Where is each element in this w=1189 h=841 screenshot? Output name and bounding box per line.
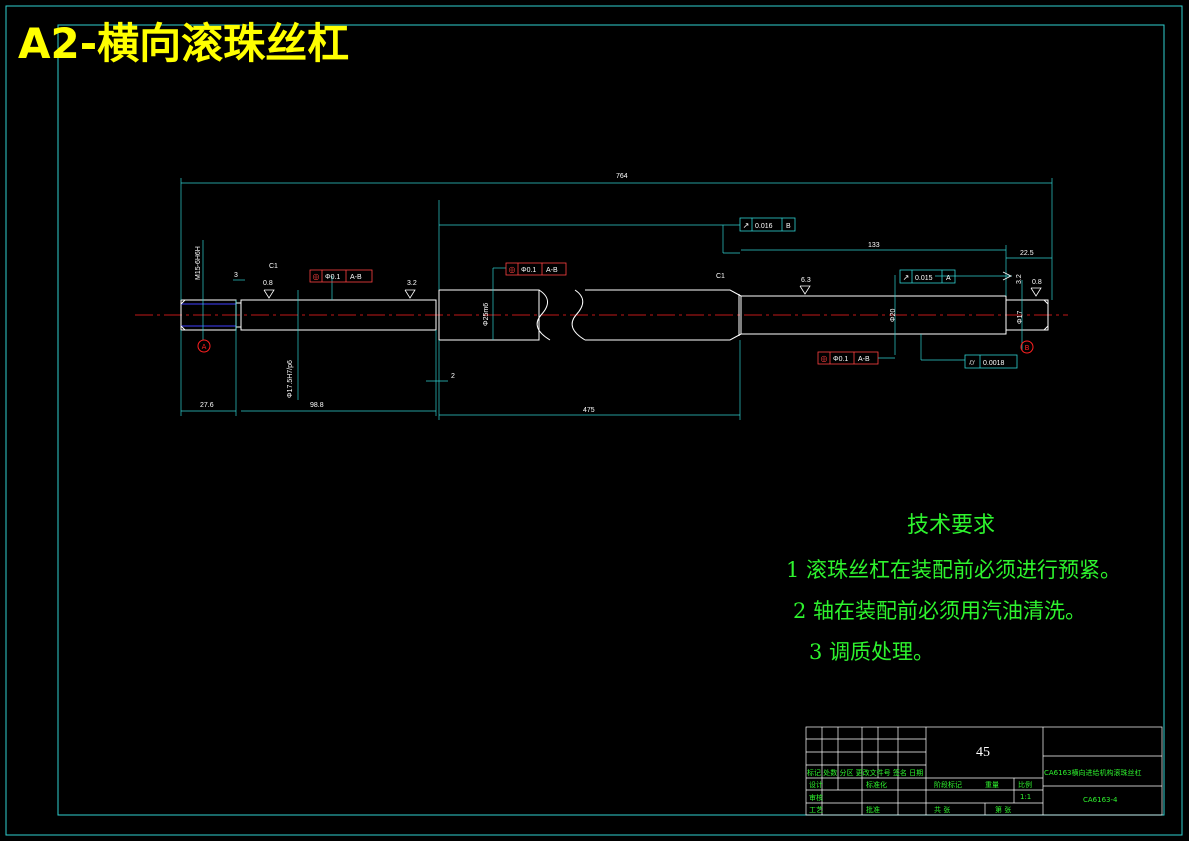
tol-frame-coax1: ◎ Φ0.1 A-B bbox=[309, 269, 373, 283]
note-item-2: 2 轴在装配前必须用汽油清洗。 bbox=[793, 599, 1086, 623]
chamfer-c1-mid: C1 bbox=[716, 273, 725, 280]
dim-98-8: 98.8 bbox=[310, 402, 324, 409]
tb-material: 45 bbox=[976, 745, 990, 760]
dim-133: 133 bbox=[868, 242, 880, 249]
dim-thread: M15-6H6H bbox=[195, 246, 202, 280]
datum-a: A bbox=[197, 339, 211, 353]
svg-text:0.015: 0.015 bbox=[915, 275, 933, 282]
svg-text:A-B: A-B bbox=[350, 274, 362, 281]
svg-text:↗: ↗ bbox=[743, 221, 750, 230]
svg-text:A: A bbox=[202, 343, 207, 351]
roughness-marks bbox=[263, 271, 1042, 299]
tol-frame-runout1: ↗ 0.016 B bbox=[739, 217, 796, 232]
roughness-0-8a: 0.8 bbox=[263, 280, 273, 287]
svg-text:A-B: A-B bbox=[546, 267, 558, 274]
note-item-1: 1 滚珠丝杠在装配前必须进行预紧。 bbox=[786, 558, 1121, 582]
tb-design: 设计 bbox=[809, 780, 823, 789]
roughness-0-8b: 0.8 bbox=[1032, 279, 1042, 286]
tb-stage: 阶段标记 bbox=[934, 780, 962, 789]
tb-drawing-no: CA6163-4 bbox=[1083, 796, 1118, 804]
dim-dia-end: Φ17 bbox=[1017, 311, 1024, 324]
svg-text:0.016: 0.016 bbox=[755, 223, 773, 230]
dim-22-5: 22.5 bbox=[1020, 250, 1034, 257]
shaft-outline bbox=[180, 289, 1049, 341]
inner-frame bbox=[57, 24, 1165, 816]
svg-text:A: A bbox=[946, 275, 951, 282]
drawing-title: A2-横向滚珠丝杠 bbox=[18, 19, 349, 68]
roughness-3-2: 3.2 bbox=[407, 280, 417, 287]
tol-frame-runout2: ↗ 0.015 A bbox=[899, 269, 956, 284]
outer-border bbox=[5, 5, 1183, 836]
svg-text:◎: ◎ bbox=[821, 354, 828, 363]
roughness-6-3: 6.3 bbox=[801, 277, 811, 284]
tol-frame-cyl: ⌭ 0.0018 bbox=[964, 354, 1018, 369]
tb-weight: 重量 bbox=[985, 781, 999, 789]
dim-475: 475 bbox=[583, 407, 595, 414]
tb-ratio: 比例 bbox=[1018, 780, 1032, 789]
title-block bbox=[805, 726, 1163, 816]
tb-approve: 批准 bbox=[866, 805, 880, 814]
svg-text:0.0018: 0.0018 bbox=[983, 360, 1005, 367]
roughness-3-2b: 3.2 bbox=[1016, 274, 1023, 284]
tb-scale: 1:1 bbox=[1020, 793, 1031, 801]
dim-overall: 764 bbox=[616, 173, 628, 180]
svg-text:A-B: A-B bbox=[858, 356, 870, 363]
dimension-lines bbox=[180, 178, 1053, 420]
dim-dia17h: Φ17.5H7/p6 bbox=[287, 360, 294, 398]
notes-heading: 技术要求 bbox=[907, 513, 995, 538]
svg-text:Φ0.1: Φ0.1 bbox=[833, 356, 848, 363]
dim-2: 2 bbox=[451, 373, 455, 380]
tb-craft: 工艺 bbox=[809, 806, 823, 814]
svg-text:↗: ↗ bbox=[903, 273, 910, 282]
tb-sheet: 第 张 bbox=[995, 805, 1011, 814]
tb-part-name: CA6163横向进给机构滚珠丝杠 bbox=[1044, 768, 1142, 777]
tb-std: 标准化 bbox=[866, 780, 887, 789]
chamfer-c1-left: C1 bbox=[269, 263, 278, 270]
dim-27-6: 27.6 bbox=[200, 402, 214, 409]
tb-marks: 标记 处数 分区 更改文件号 签名 日期 bbox=[807, 768, 923, 777]
svg-text:◎: ◎ bbox=[509, 265, 516, 274]
dim-dia-right: Φ20 bbox=[890, 309, 897, 322]
dim-dia-mid: Φ25m6 bbox=[483, 303, 490, 326]
dim-3: 3 bbox=[234, 272, 238, 279]
svg-text:⌭: ⌭ bbox=[969, 358, 975, 367]
datum-b: B bbox=[1020, 340, 1034, 354]
svg-text:B: B bbox=[1025, 344, 1030, 352]
tb-sheets: 共 张 bbox=[934, 805, 950, 814]
svg-text:Φ0.1: Φ0.1 bbox=[325, 274, 340, 281]
tb-review: 审核 bbox=[809, 793, 823, 802]
svg-text:◎: ◎ bbox=[313, 272, 320, 281]
svg-text:Φ0.1: Φ0.1 bbox=[521, 267, 536, 274]
tol-frame-coax2: ◎ Φ0.1 A-B bbox=[505, 262, 567, 276]
tol-frame-coax3: ◎ Φ0.1 A-B bbox=[817, 351, 895, 365]
note-item-3: 3 调质处理。 bbox=[809, 640, 934, 664]
svg-text:B: B bbox=[786, 223, 791, 230]
